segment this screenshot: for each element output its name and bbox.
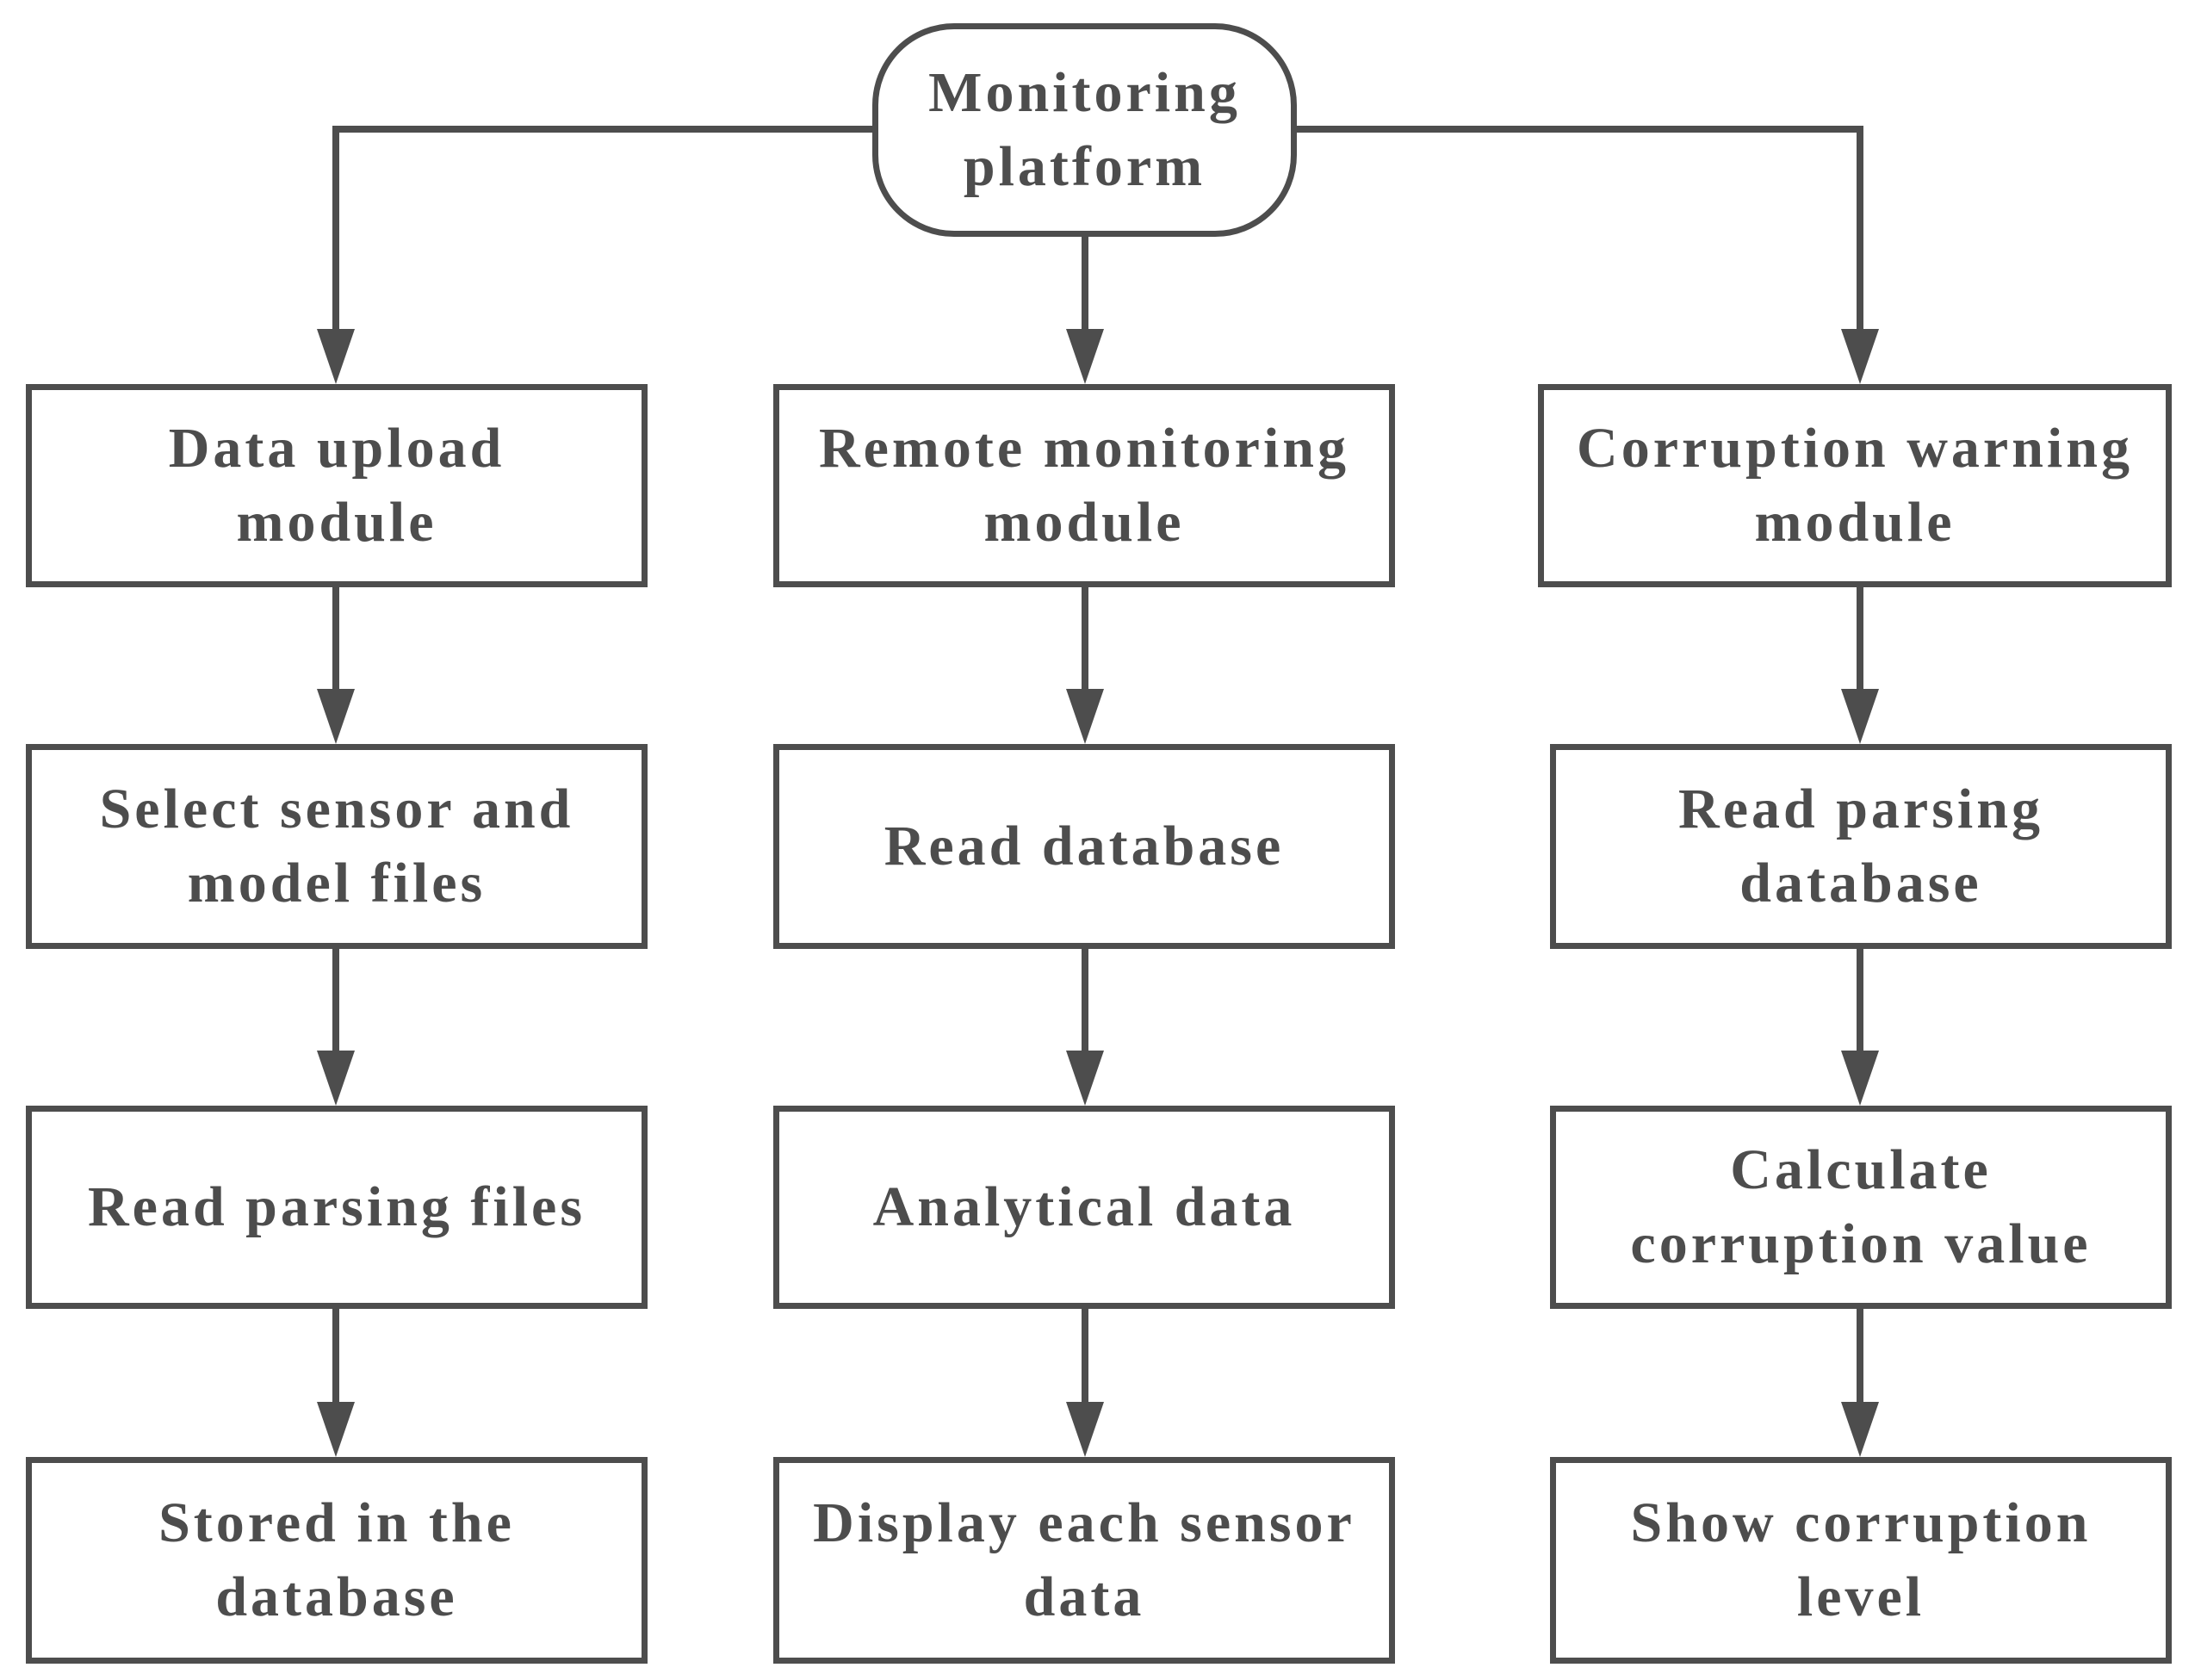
monitoring-platform-node: Monitoring platform: [872, 23, 1297, 237]
show-corruption-level-node: Show corruption level: [1550, 1457, 2172, 1664]
arrowhead-col1-step1: [317, 689, 355, 744]
arrowhead-col3-step3: [1841, 1402, 1879, 1457]
corruption-warning-module-node: Corruption warning module: [1538, 384, 2172, 587]
display-sensor-data-node: Display each sensor data: [773, 1457, 1395, 1664]
arrowhead-col1-step3: [317, 1402, 355, 1457]
read-parsing-files-label: Read parsing files: [87, 1175, 586, 1238]
arrowhead-root-to-remote-monitoring: [1066, 329, 1104, 384]
read-database-label: Read database: [884, 815, 1285, 877]
monitoring-platform-label: Monitoring platform: [928, 61, 1241, 198]
arrowhead-col2-step2: [1066, 1051, 1104, 1106]
arrowhead-col2-step3: [1066, 1402, 1104, 1457]
calculate-corruption-value-label: Calculate corruption value: [1630, 1138, 2092, 1275]
read-parsing-files-node: Read parsing files: [26, 1106, 648, 1309]
arrowhead-root-to-corruption-warning: [1841, 329, 1879, 384]
arrowhead-root-to-data-upload: [317, 329, 355, 384]
show-corruption-level-label: Show corruption level: [1630, 1491, 2092, 1628]
select-sensor-model-files-node: Select sensor and model files: [26, 744, 648, 949]
read-parsing-database-label: Read parsing database: [1678, 778, 2043, 914]
remote-monitoring-module-label: Remote monitoring module: [818, 417, 1350, 554]
analytical-data-label: Analytical data: [872, 1175, 1296, 1238]
arrowhead-col1-step2: [317, 1051, 355, 1106]
display-sensor-data-label: Display each sensor data: [813, 1491, 1355, 1628]
calculate-corruption-value-node: Calculate corruption value: [1550, 1106, 2172, 1309]
stored-in-database-label: Stored in the database: [158, 1491, 515, 1628]
read-parsing-database-node: Read parsing database: [1550, 744, 2172, 949]
data-upload-module-label: Data upload module: [168, 417, 505, 554]
connector-root-to-data-upload: [332, 126, 872, 340]
remote-monitoring-module-node: Remote monitoring module: [773, 384, 1395, 587]
select-sensor-model-files-label: Select sensor and model files: [99, 778, 574, 914]
arrowhead-col3-step1: [1841, 689, 1879, 744]
corruption-warning-module-label: Corruption warning module: [1577, 417, 2133, 554]
stored-in-database-node: Stored in the database: [26, 1457, 648, 1664]
arrowhead-col2-step1: [1066, 689, 1104, 744]
connector-root-to-corruption-warning: [1297, 126, 1863, 340]
arrowhead-col3-step2: [1841, 1051, 1879, 1106]
analytical-data-node: Analytical data: [773, 1106, 1395, 1309]
data-upload-module-node: Data upload module: [26, 384, 648, 587]
read-database-node: Read database: [773, 744, 1395, 949]
